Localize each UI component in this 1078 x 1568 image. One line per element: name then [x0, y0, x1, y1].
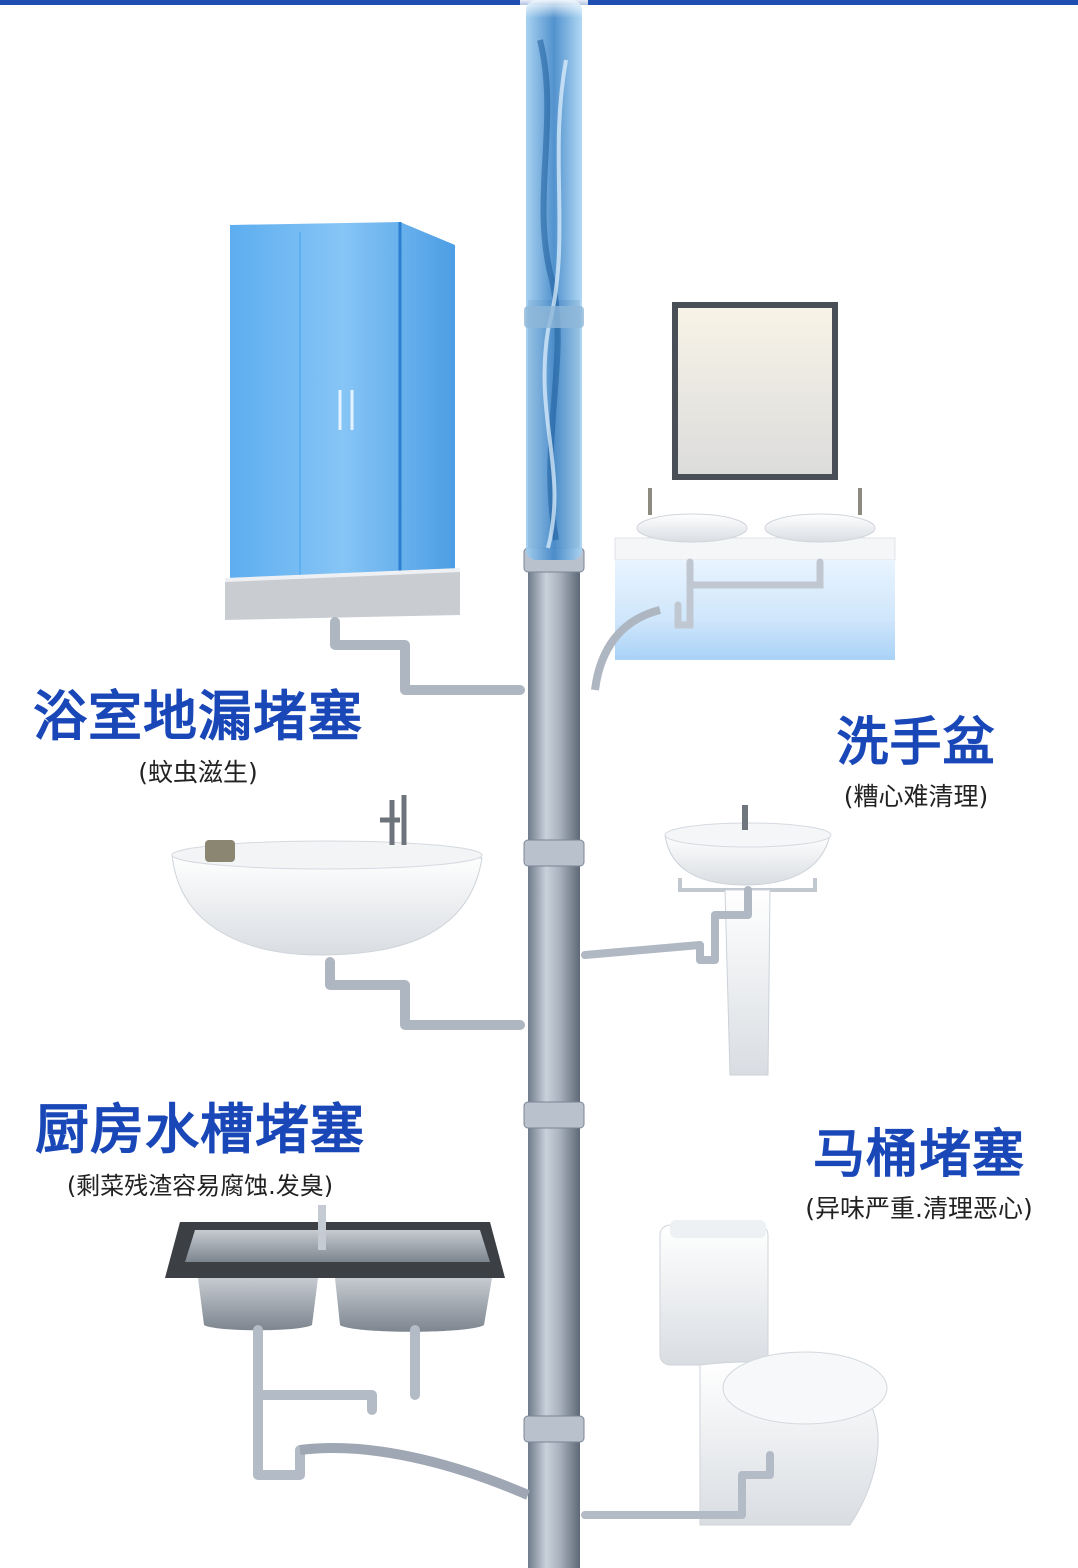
kitchen-sink: [165, 1205, 530, 1500]
water-flow: [520, 0, 588, 560]
toilet-title: 马桶堵塞: [812, 1125, 1025, 1185]
washbasin-title: 洗手盆: [836, 713, 996, 773]
double-vanity: [591, 488, 896, 691]
kitchen-sink-subtitle: (剩菜残渣容易腐蚀.发臭): [66, 1172, 334, 1200]
shower-drain-label: 浴室地漏堵塞 (蚊虫滋生): [28, 672, 368, 789]
shower-enclosure: [224, 222, 461, 620]
toilet: [581, 1220, 888, 1526]
toilet-subtitle: (异味严重.清理恶心): [805, 1194, 1033, 1223]
shower-drain-title: 浴室地漏堵塞: [33, 685, 363, 748]
vessel-basin-drain: [325, 957, 525, 1030]
pedestal-basin: [581, 805, 832, 1076]
shower-drain-subtitle: (蚊虫滋生): [138, 758, 258, 787]
mirror: [672, 302, 838, 480]
kitchen-sink-title: 厨房水槽堵塞: [35, 1098, 365, 1161]
toilet-label: 马桶堵塞 (异味严重.清理恶心): [784, 1112, 1054, 1225]
washbasin-subtitle: (糟心难清理): [843, 782, 989, 811]
washbasin-label: 洗手盆 (糟心难清理): [826, 700, 1006, 813]
vessel-basin: [171, 795, 483, 956]
shower-drain-pipe: [330, 617, 525, 695]
kitchen-sink-label: 厨房水槽堵塞 (剩菜残渣容易腐蚀.发臭): [25, 1085, 375, 1201]
